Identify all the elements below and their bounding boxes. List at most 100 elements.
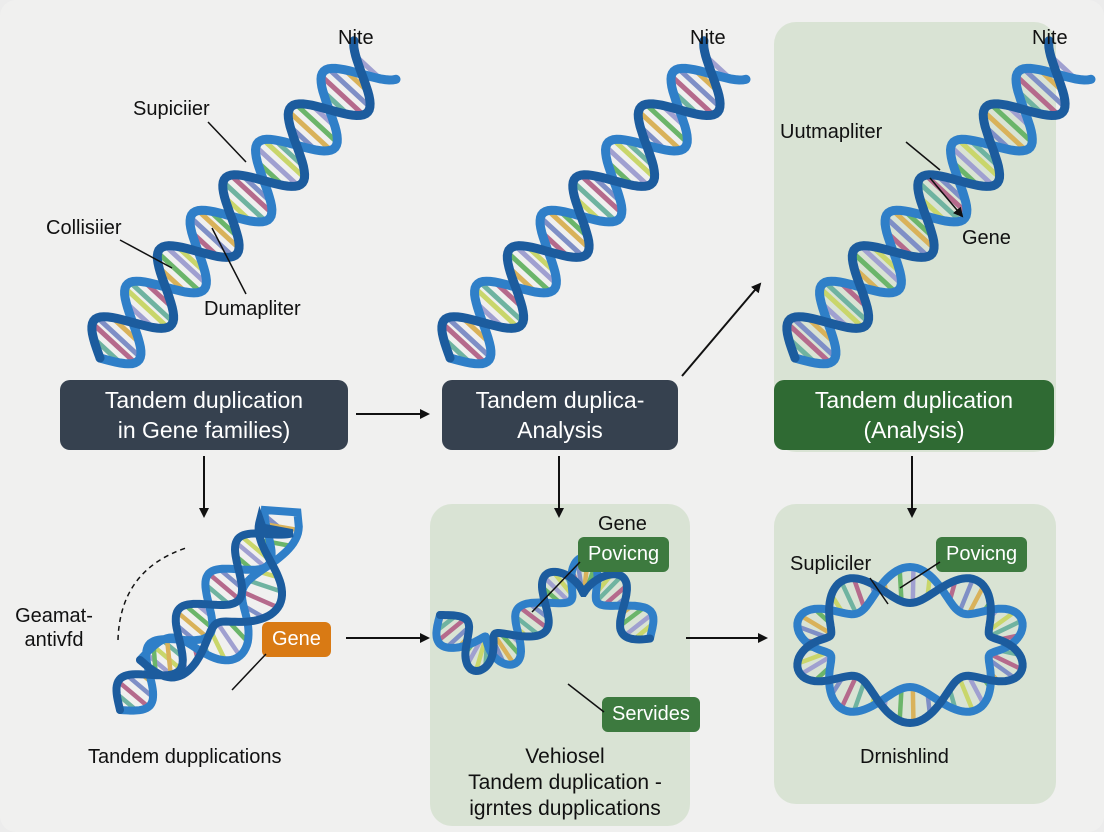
label-nite-1: Nite — [338, 27, 374, 49]
base-pair — [445, 315, 493, 360]
caption-line: igrntes dupplications — [469, 797, 661, 820]
base-pair — [228, 172, 275, 216]
box-tandem-analysis-green: Tandem duplication (Analysis) — [774, 380, 1054, 450]
base-pair — [318, 73, 366, 118]
base-pair — [253, 144, 301, 189]
base-pair — [594, 573, 624, 604]
base-pair — [636, 108, 684, 153]
base-pair — [182, 602, 215, 631]
base-pair — [127, 279, 176, 325]
base-pair — [215, 620, 243, 659]
base-pair — [477, 279, 526, 325]
box-line: (Analysis) — [863, 417, 965, 443]
base-pair — [260, 137, 307, 181]
caption-drnishlind: Drnishlind — [860, 746, 949, 768]
base-pair — [610, 137, 657, 181]
base-pair — [957, 576, 976, 615]
base-pair — [517, 604, 550, 631]
base-pair — [570, 179, 619, 224]
label-dumapliter: Dumapliter — [204, 298, 301, 320]
base-pair — [676, 66, 723, 110]
base-pair — [246, 578, 285, 595]
label-uutmapliter: Uutmapliter — [780, 121, 883, 143]
base-pair — [122, 285, 171, 330]
base-pair — [910, 565, 916, 606]
dna-helix-top-right — [782, 36, 1096, 369]
base-pair — [233, 540, 268, 570]
base-pair — [851, 575, 867, 611]
label-nite-2: Nite — [690, 27, 726, 49]
box-line: Analysis — [517, 417, 603, 443]
base-pair — [668, 73, 716, 118]
base-pair — [578, 172, 625, 216]
helix-backbone — [782, 36, 1070, 363]
helix-backbone — [87, 36, 375, 363]
base-pair — [239, 589, 281, 610]
base-pair — [545, 208, 592, 251]
base-pair — [987, 651, 1025, 672]
base-pair — [622, 611, 655, 638]
base-pair — [784, 320, 833, 366]
tag-povicng-mid: Povicng — [578, 537, 670, 572]
dna-helix-top-middle — [437, 36, 751, 369]
label-nite-3: Nite — [1032, 27, 1068, 49]
label-line: Geamat- — [15, 605, 93, 627]
base-pair — [798, 613, 834, 637]
base-pair — [258, 537, 294, 549]
base-pair — [955, 137, 1002, 181]
box-tandem-analysis: Tandem duplica- Analysis — [442, 380, 678, 450]
base-pair — [89, 320, 138, 366]
base-pair — [858, 243, 904, 287]
base-pair — [838, 579, 859, 616]
dna-helix-bottom-middle — [432, 553, 658, 676]
label-supliciler: Supliciler — [790, 553, 872, 575]
base-pair — [988, 101, 1035, 145]
base-pair — [987, 618, 1025, 639]
base-pair — [882, 214, 931, 260]
base-pair — [948, 144, 996, 189]
base-pair — [513, 243, 559, 287]
caption-line: Vehiosel — [525, 745, 605, 768]
base-pair — [1021, 66, 1068, 110]
base-pair — [851, 679, 867, 715]
base-pair — [981, 108, 1029, 153]
base-pair — [817, 285, 866, 330]
base-pair — [850, 250, 898, 295]
base-pair — [897, 686, 904, 723]
label-gene-bottom-mid: Gene — [598, 513, 647, 535]
box-line: Tandem duplication — [814, 387, 1014, 413]
box-line: Tandem duplica- — [475, 387, 645, 413]
caption-line: Tandem duplication - — [468, 771, 662, 794]
base-pair — [537, 214, 586, 260]
base-pair — [435, 616, 468, 644]
box-line: in Gene families) — [117, 417, 291, 443]
tag-servides: Servides — [602, 697, 700, 732]
base-pair — [95, 315, 143, 360]
dna-helix-top-left — [87, 36, 401, 369]
base-pair — [890, 208, 937, 251]
base-pair — [439, 320, 488, 366]
caption-tandem-dupplications: Tandem dupplications — [88, 746, 282, 768]
dna-helix-bottom-right — [793, 562, 1027, 728]
label-supiciier: Supiciier — [133, 98, 210, 120]
base-pair — [505, 250, 553, 295]
tag-gene-orange: Gene — [262, 622, 331, 657]
helix-backbone — [793, 574, 1027, 728]
base-pair — [643, 101, 690, 145]
base-pair — [957, 675, 976, 714]
base-pair — [838, 674, 859, 711]
base-pair — [798, 653, 834, 677]
label-collisiier: Collisiier — [46, 217, 122, 239]
tag-povicng-right: Povicng — [936, 537, 1028, 572]
label-gene-top-right: Gene — [962, 227, 1011, 249]
base-pair — [822, 279, 871, 325]
base-pair — [163, 243, 209, 287]
box-tandem-gene-families: Tandem duplication in Gene families) — [60, 380, 348, 450]
label-geamat: Geamat- antivfd — [6, 604, 102, 652]
base-pair — [143, 651, 174, 677]
base-pair — [472, 285, 521, 330]
box-line: Tandem duplication — [104, 387, 304, 413]
helix-backbone — [112, 505, 294, 714]
base-pair — [124, 673, 156, 700]
base-pair — [790, 315, 838, 360]
